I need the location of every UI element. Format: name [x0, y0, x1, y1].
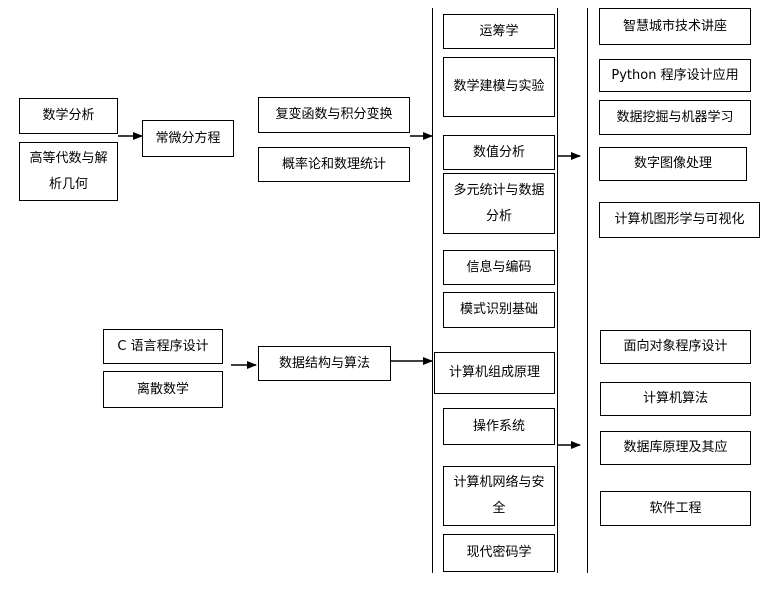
course-box-information-coding: 信息与编码 [443, 250, 555, 285]
course-label: 概率论和数理统计 [281, 156, 386, 172]
course-label: 数值分析 [472, 144, 525, 160]
course-box-ode: 常微分方程 [142, 120, 234, 157]
course-label: 现代密码学 [466, 545, 532, 560]
course-label: 计算机算法 [642, 391, 708, 406]
course-label: 计算机网络与安全 [453, 475, 545, 516]
course-box-network-security: 计算机网络与安全 [443, 466, 555, 526]
right-column-line [587, 8, 588, 573]
course-label: C 语言程序设计 [117, 338, 209, 354]
center-column-right-line [557, 8, 558, 573]
course-label: 数学分析 [42, 108, 95, 123]
course-box-math-modeling: 数学建模与实验 [443, 57, 555, 117]
course-box-numerical-analysis: 数值分析 [443, 135, 555, 170]
course-box-complex-functions: 复变函数与积分变换 [258, 97, 410, 133]
course-box-multivariate-statistics: 多元统计与数据分析 [443, 173, 555, 234]
course-label: 软件工程 [649, 500, 702, 516]
course-label: 数学建模与实验 [453, 79, 545, 94]
course-box-data-mining: 数据挖掘与机器学习 [599, 100, 751, 135]
course-box-c-programming: C 语言程序设计 [103, 329, 223, 364]
course-label: 数据结构与算法 [278, 355, 370, 371]
course-box-data-structures: 数据结构与算法 [258, 346, 391, 381]
course-box-computer-organization: 计算机组成原理 [434, 352, 555, 394]
course-label: 多元统计与数据分析 [453, 182, 545, 224]
course-label: 常微分方程 [155, 130, 221, 146]
course-label: 面向对象程序设计 [623, 339, 728, 354]
course-label: 智慧城市技术讲座 [622, 18, 727, 34]
course-box-pattern-recognition: 模式识别基础 [443, 292, 555, 328]
course-label: 数据库原理及其应 [623, 440, 728, 455]
course-box-discrete-math: 离散数学 [103, 371, 223, 408]
course-label: 高等代数与解析几何 [29, 150, 108, 192]
course-box-oop: 面向对象程序设计 [600, 330, 751, 364]
course-label: 数字图像处理 [633, 156, 712, 171]
course-label: 操作系统 [472, 418, 525, 434]
course-label: 计算机图形学与可视化 [614, 212, 745, 227]
course-box-database: 数据库原理及其应 [600, 431, 751, 465]
course-box-operating-systems: 操作系统 [443, 408, 555, 445]
course-label: 离散数学 [136, 381, 189, 397]
course-label: 信息与编码 [466, 259, 532, 275]
course-label: Python 程序设计应用 [611, 67, 739, 83]
course-box-computer-graphics: 计算机图形学与可视化 [599, 202, 760, 238]
course-box-math-analysis: 数学分析 [19, 98, 118, 134]
course-box-image-processing: 数字图像处理 [599, 147, 747, 181]
center-column-left-line [432, 8, 433, 573]
course-label: 复变函数与积分变换 [275, 107, 393, 122]
course-label: 数据挖掘与机器学习 [616, 109, 734, 125]
course-label: 运筹学 [479, 23, 519, 39]
course-label: 计算机组成原理 [448, 365, 540, 380]
course-box-python-programming: Python 程序设计应用 [599, 59, 751, 92]
course-box-operations-research: 运筹学 [443, 14, 555, 49]
course-box-software-engineering: 软件工程 [600, 491, 751, 526]
course-box-algorithms: 计算机算法 [600, 382, 751, 416]
course-box-probability: 概率论和数理统计 [258, 147, 410, 182]
course-label: 模式识别基础 [459, 302, 538, 317]
course-box-advanced-algebra: 高等代数与解析几何 [19, 142, 118, 201]
course-box-modern-cryptography: 现代密码学 [443, 534, 555, 572]
course-box-smart-city-lectures: 智慧城市技术讲座 [599, 8, 751, 45]
